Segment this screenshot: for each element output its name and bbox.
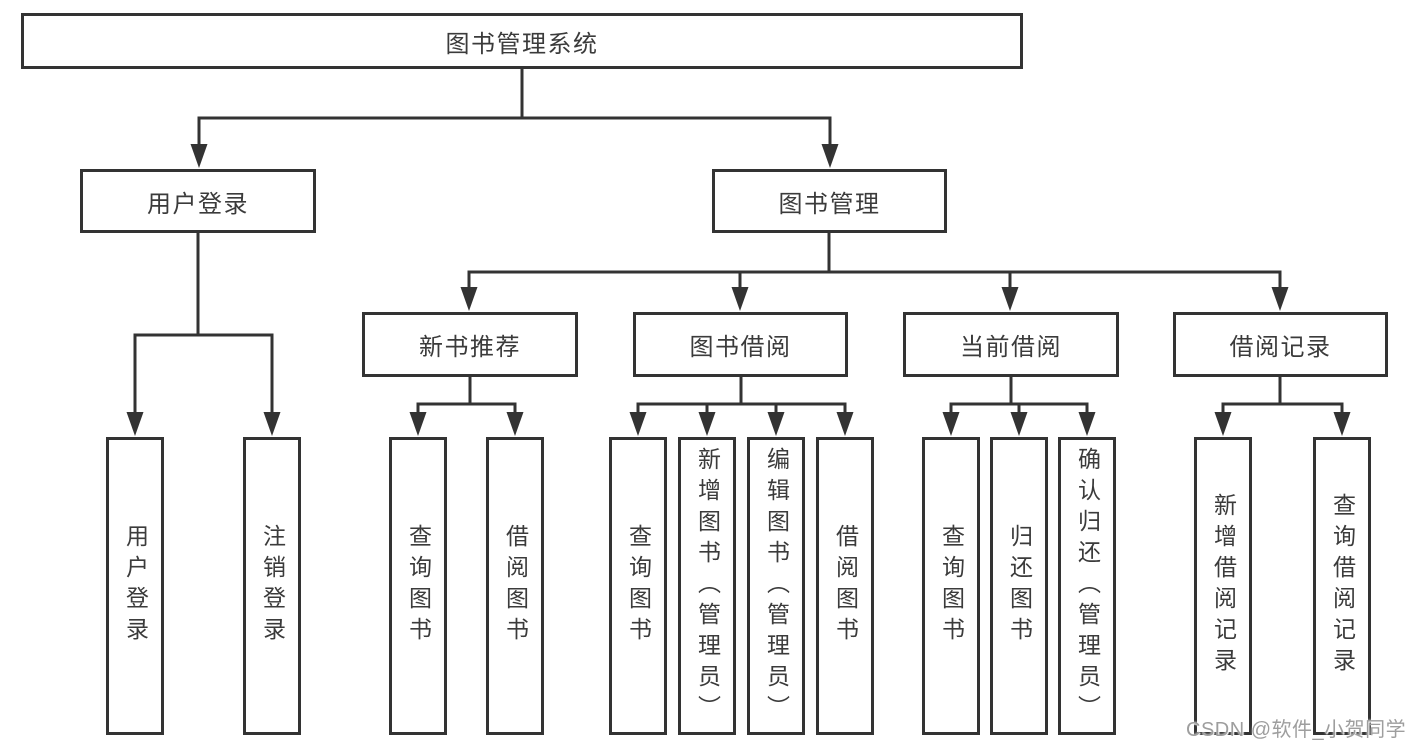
node-label: 新书推荐 [419,334,521,361]
node-label: 查询图书 [405,524,432,648]
csdn-watermark: CSDN @软件_小贺同学 [1186,719,1405,741]
node-new-book-recommend: 新书推荐 [362,312,578,377]
node-label: 图书管理系统 [445,30,599,58]
leaf-query-books-recommend: 查询图书 [389,437,447,735]
node-label: 查询图书 [938,524,965,648]
node-label: 编辑图书（管理员） [763,446,790,726]
leaf-borrow-books-recommend: 借阅图书 [486,437,544,735]
leaf-add-book-admin: 新增图书（管理员） [678,437,736,735]
arrowheads [126,144,1351,436]
node-label: 图书管理 [778,190,881,218]
leaf-user-login: 用户登录 [106,437,164,735]
node-current-borrowing: 当前借阅 [903,312,1119,377]
leaf-query-borrow-record: 查询借阅记录 [1313,437,1371,735]
node-label: 新增借阅记录 [1210,493,1237,679]
leaf-query-books-borrowing: 查询图书 [609,437,667,735]
node-label: 用户登录 [147,190,249,218]
leaf-add-borrow-record: 新增借阅记录 [1194,437,1252,735]
node-label: 注销登录 [259,524,286,648]
leaf-edit-book-admin: 编辑图书（管理员） [747,437,805,735]
node-label: 借阅图书 [502,524,529,648]
leaf-return-book: 归还图书 [990,437,1048,735]
node-borrowing-records: 借阅记录 [1173,312,1388,377]
node-label: 当前借阅 [960,334,1062,361]
node-book-management: 图书管理 [712,169,947,233]
node-label: 查询图书 [625,524,652,648]
leaf-borrow-books: 借阅图书 [816,437,874,735]
node-label: 归还图书 [1006,524,1033,648]
node-root-library-system: 图书管理系统 [21,13,1023,69]
leaf-logout: 注销登录 [243,437,301,735]
node-label: 借阅记录 [1229,334,1332,361]
node-book-borrowing: 图书借阅 [633,312,848,377]
node-user-login: 用户登录 [80,169,316,233]
leaf-confirm-return-admin: 确认归还（管理员） [1058,437,1116,735]
leaf-query-books-current: 查询图书 [922,437,980,735]
node-label: 用户登录 [122,524,149,648]
node-label: 确认归还（管理员） [1074,446,1101,726]
node-label: 新增图书（管理员） [694,446,721,726]
node-label: 查询借阅记录 [1329,493,1356,679]
node-label: 借阅图书 [832,524,859,648]
node-label: 图书借阅 [689,334,792,361]
